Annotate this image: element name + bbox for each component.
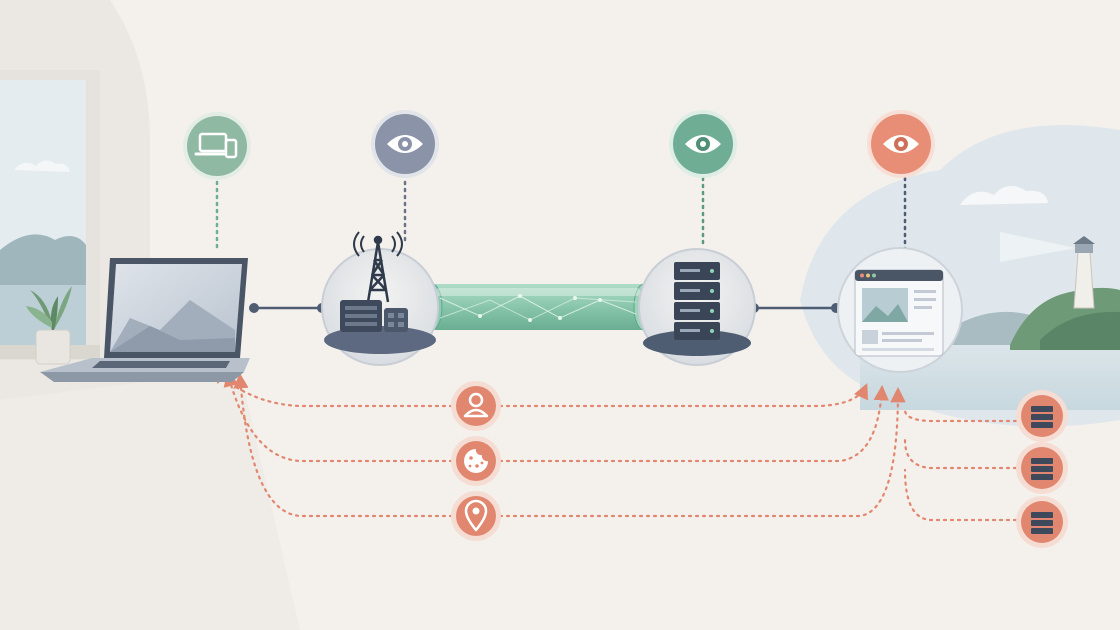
browser-window-icon (854, 269, 944, 357)
eye-icon (883, 135, 919, 153)
server-icon (1031, 512, 1053, 534)
server-icon (1031, 458, 1053, 480)
website-node (837, 247, 963, 373)
third-party-server-2 (1016, 442, 1068, 494)
vpn-observer-badge (669, 110, 737, 178)
location-pin-icon (464, 499, 488, 532)
eye-icon (685, 135, 721, 153)
plant-decoration (26, 286, 72, 365)
tracker-identity-badge (451, 381, 501, 431)
vpn-server-node (638, 248, 756, 366)
tracker-location-badge (451, 491, 501, 541)
lighthouse (1000, 232, 1095, 309)
laptop-phone-icon (194, 132, 238, 159)
server-icon (1031, 406, 1053, 428)
eye-icon (387, 135, 423, 153)
website-observer-badge (867, 110, 935, 178)
observer-lines (215, 176, 907, 262)
router-icon (340, 300, 408, 332)
device-badge (183, 112, 251, 180)
third-party-server-3 (1016, 496, 1068, 548)
user-icon (463, 392, 489, 418)
third-party-server-1 (1016, 390, 1068, 442)
vpn-tunnel (421, 283, 655, 331)
isp-observer-badge (371, 110, 439, 178)
tracking-paths (211, 367, 1018, 522)
user-laptop (40, 258, 250, 382)
cell-tower-icon (353, 231, 403, 303)
server-stack-icon (674, 262, 720, 340)
tracker-cookie-badge (451, 436, 501, 486)
cookie-icon (464, 449, 488, 473)
isp-node (321, 231, 439, 366)
